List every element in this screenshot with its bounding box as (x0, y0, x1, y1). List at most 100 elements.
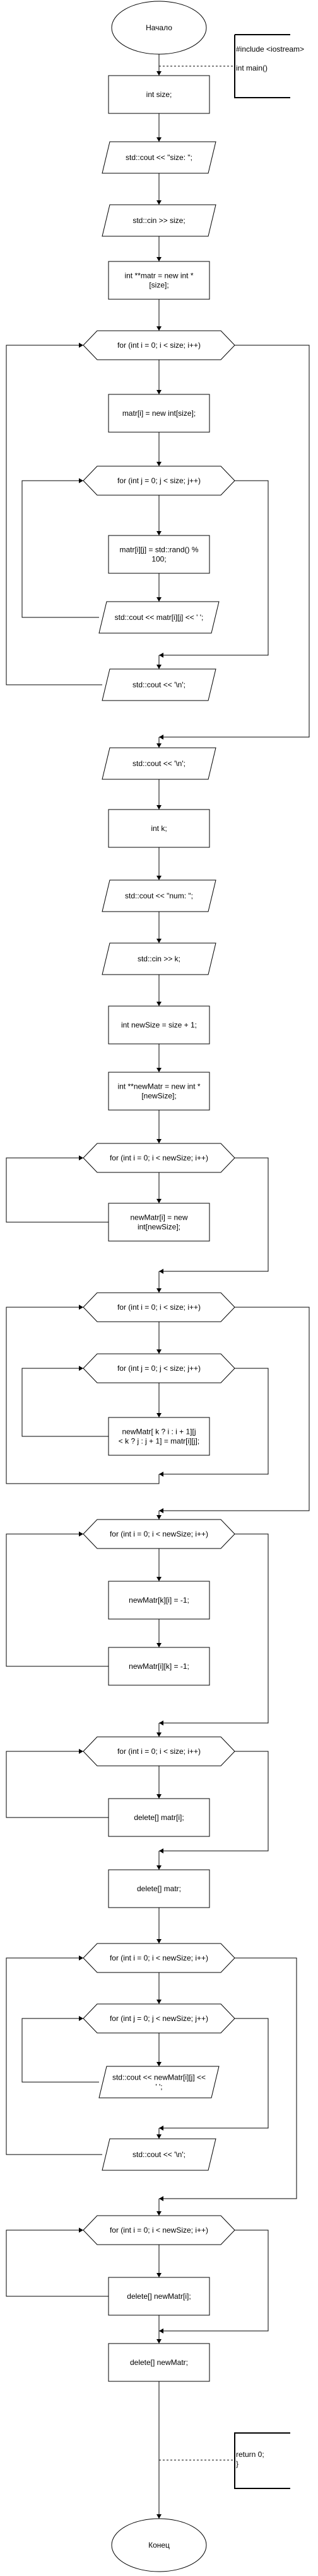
connector-line (159, 1157, 269, 1272)
arrow-head (156, 939, 162, 943)
process-box (108, 1203, 210, 1242)
arrow-head (156, 1413, 162, 1417)
arrow-head (156, 1732, 162, 1737)
arrow-head (156, 1577, 162, 1581)
arrow-head (156, 200, 162, 205)
connector-line (21, 480, 99, 618)
comment-text: int main() (236, 64, 268, 72)
process-label: [newSize]; (141, 1092, 176, 1101)
arrow-head (159, 2196, 163, 2201)
arrow-head (156, 1139, 162, 1143)
arrow-head (156, 531, 162, 535)
arrow-head (156, 2339, 162, 2344)
connector-line (6, 1751, 109, 1818)
arrow-head (156, 2514, 162, 2519)
arrow-head (156, 390, 162, 394)
process-label: matr[i] = new int[size]; (122, 409, 196, 418)
process-label: newMatr[i][k] = -1; (129, 1662, 189, 1671)
io-label: std::cout << newMatr[i][j] << (112, 2073, 206, 2082)
arrow-head (156, 805, 162, 810)
loop-label: for (int i = 0; i < newSize; i++) (110, 1954, 208, 1962)
arrow-head (79, 2016, 83, 2021)
arrow-head (159, 1508, 163, 1513)
arrow-head (79, 1155, 83, 1160)
io-parallelogram (102, 879, 216, 912)
arrow-head (156, 71, 162, 76)
connector-line (159, 1307, 310, 1511)
arrow-head (156, 665, 162, 669)
start-label: Начало (146, 23, 172, 32)
comment-bracket (234, 35, 290, 98)
process-label: newMatr[k][i] = -1; (129, 1596, 189, 1605)
process-box (108, 394, 210, 433)
arrow-head (159, 2328, 163, 2333)
arrow-head (156, 2273, 162, 2277)
process-label: newMatr[ k ? i : i + 1][j (122, 1428, 196, 1436)
process-label: delete[] newMatr; (130, 2358, 188, 2367)
arrow-head (156, 257, 162, 261)
process-label: int **newMatr = new int * (117, 1082, 200, 1091)
arrow-head (156, 1939, 162, 1943)
process-label: int newSize = size + 1; (121, 1021, 197, 1029)
io-label: std::cin >> size; (132, 216, 185, 225)
process-label: < k ? j : j + 1] = matr[i][j]; (119, 1437, 199, 1446)
arrow-head (156, 1199, 162, 1203)
arrow-head (156, 1515, 162, 1520)
loop-label: for (int i = 0; i < size; i++) (117, 1303, 201, 1312)
io-parallelogram (102, 668, 216, 701)
io-label: std::cout << matr[i][j] << ' '; (115, 613, 204, 622)
process-label: delete[] matr; (137, 1884, 181, 1893)
arrow-head (156, 1068, 162, 1072)
connector-line (21, 2018, 99, 2083)
process-box (108, 261, 210, 300)
connector-line (159, 1751, 269, 1852)
loop-label: for (int i = 0; i < size; i++) (117, 1747, 201, 1756)
process-box (108, 2343, 210, 2382)
io-label: std::cout << '\n'; (132, 2150, 186, 2159)
arrow-head (156, 1349, 162, 1354)
arrow-head (79, 478, 83, 483)
process-label: delete[] matr[i]; (134, 1813, 184, 1822)
io-label: std::cout << '\n'; (132, 680, 186, 689)
io-parallelogram (102, 942, 216, 975)
arrow-head (79, 1749, 83, 1754)
io-parallelogram (102, 204, 216, 237)
arrow-head (156, 326, 162, 331)
arrow-head (156, 462, 162, 466)
connector-line (6, 1307, 160, 1484)
process-box (108, 809, 210, 848)
process-box (108, 1647, 210, 1686)
arrow-head (159, 1472, 163, 1477)
io-label: std::cout << '\n'; (132, 759, 186, 768)
io-parallelogram (102, 2138, 216, 2171)
loop-label: for (int i = 0; i < newSize; i++) (110, 1153, 208, 1162)
connector-line (159, 345, 310, 738)
connector-line (6, 1533, 109, 1667)
process-label: int k; (151, 824, 167, 833)
process-label: [size]; (149, 281, 168, 290)
arrow-head (79, 1531, 83, 1537)
arrow-head (79, 2228, 83, 2233)
io-parallelogram (98, 601, 220, 634)
loop-label: for (int i = 0; i < size; i++) (117, 341, 201, 350)
connector-line (6, 2230, 109, 2297)
io-parallelogram (98, 2066, 220, 2098)
loop-label: for (int i = 0; i < newSize; i++) (110, 2226, 208, 2235)
io-label: std::cout << "num: "; (125, 891, 193, 900)
loop-label: for (int j = 0; j < size; j++) (117, 1364, 201, 1373)
connector-line (6, 1957, 102, 2155)
io-label: std::cin >> k; (138, 954, 180, 963)
arrow-head (79, 1366, 83, 1371)
process-label: int **matr = new int * (124, 272, 193, 280)
arrow-head (156, 1794, 162, 1799)
comment-text: #include <iostream> (236, 45, 304, 54)
process-label: delete[] newMatr[i]; (127, 2292, 191, 2301)
process-label: int size; (146, 90, 172, 99)
process-box (108, 1417, 210, 1456)
connector-line (159, 2230, 269, 2332)
connector-line (6, 345, 102, 685)
arrow-head (156, 1288, 162, 1293)
arrow-head (156, 2211, 162, 2216)
loop-label: for (int j = 0; j < newSize; j++) (110, 2014, 208, 2023)
arrow-head (156, 597, 162, 602)
